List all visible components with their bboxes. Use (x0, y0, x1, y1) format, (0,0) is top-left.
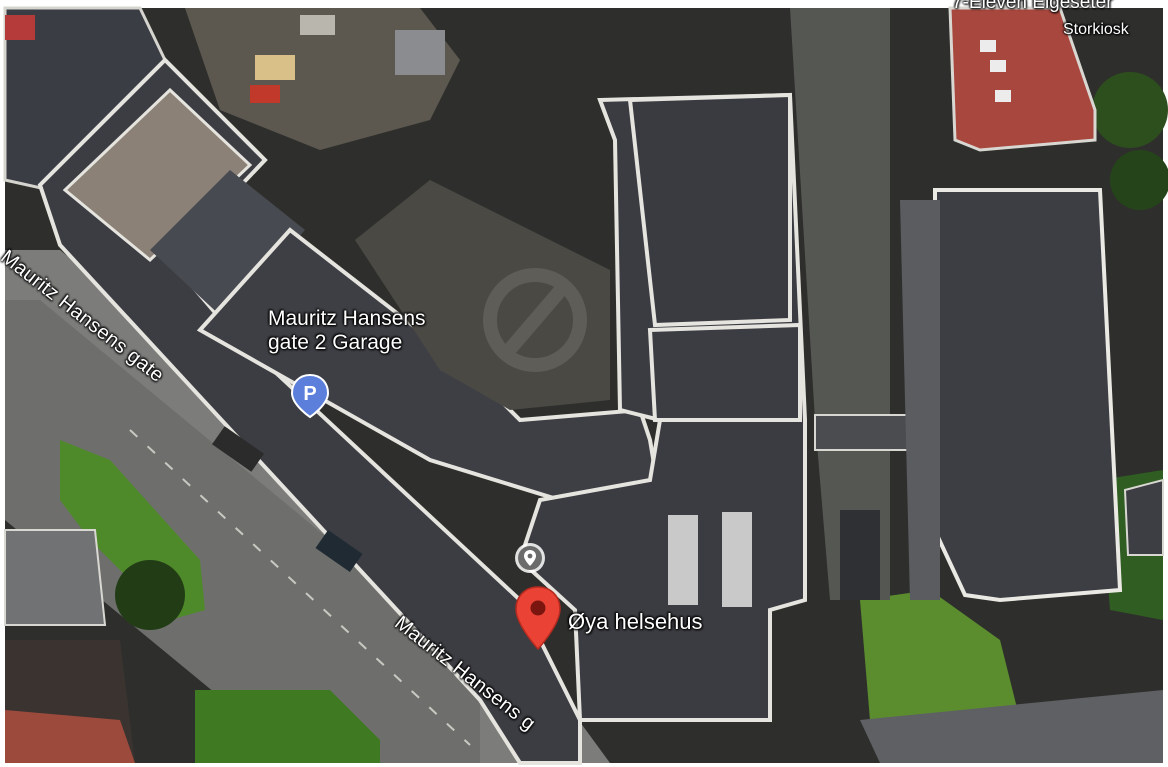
storkiosk-label[interactable]: Storkiosk (1063, 21, 1129, 38)
top-right-partial-label[interactable]: 7-Eleven Elgeseter (952, 0, 1113, 13)
poi-garage-label[interactable]: Mauritz Hansens gate 2 Garage (268, 307, 426, 355)
poi-selected-label[interactable]: Øya helsehus (568, 609, 703, 634)
parking-icon[interactable]: P (290, 373, 330, 419)
parking-letter: P (303, 383, 316, 405)
red-location-pin-icon[interactable] (514, 585, 562, 653)
poi-garage-line1: Mauritz Hansens (268, 307, 426, 330)
place-marker-icon[interactable] (512, 540, 548, 576)
poi-garage-line2: gate 2 Garage (268, 331, 403, 355)
